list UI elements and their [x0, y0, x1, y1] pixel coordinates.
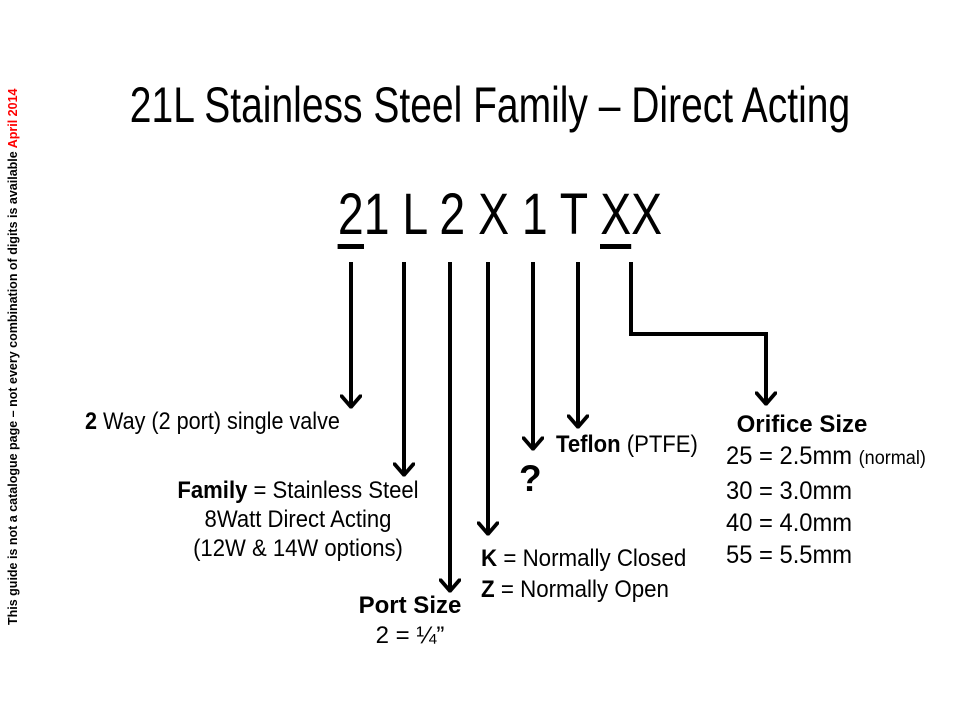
arrow-orifice-elbow — [629, 262, 766, 404]
sidebar-note-date: April 2014 — [6, 88, 20, 149]
function-k-desc: = Normally Closed — [497, 545, 687, 572]
orifice-item-40: 40 = 4.0mm — [726, 509, 853, 537]
page-title: 21L Stainless Steel Family – Direct Acti… — [129, 77, 851, 133]
annotation-family: Family = Stainless Steel 8Watt Direct Ac… — [151, 476, 445, 563]
annotation-function: K = Normally Closed Z = Normally Open — [481, 543, 686, 605]
part-number-digit-way: 2 — [337, 182, 364, 249]
family-line1: Family = Stainless Steel — [151, 476, 445, 505]
orifice-item-55: 55 = 5.5mm — [726, 541, 853, 569]
part-number-middle: 1 L 2 X 1 T — [363, 182, 601, 247]
function-z-desc: = Normally Open — [494, 576, 669, 603]
family-line2: 8Watt Direct Acting — [204, 506, 392, 533]
family-line3: (12W & 14W options) — [193, 535, 403, 562]
sidebar-note-text: This guide is not a catalogue page – not… — [6, 148, 20, 625]
sidebar-note: This guide is not a catalogue page – not… — [6, 43, 20, 626]
port-size-heading: Port Size — [358, 592, 462, 619]
orifice-item-25-main: 25 = 2.5mm — [726, 442, 859, 470]
family-label: Family — [177, 477, 248, 504]
seal-desc: (PTFE) — [620, 431, 698, 458]
orifice-item-25: 25 = 2.5mm (normal) — [726, 440, 926, 475]
annotation-seal: Teflon (PTFE) — [556, 430, 698, 460]
orifice-list: 25 = 2.5mm (normal) 30 = 3.0mm 40 = 4.0m… — [726, 440, 926, 571]
function-k-code: K — [481, 545, 498, 572]
part-number-digit-orifice: X — [600, 182, 632, 249]
orifice-item-25-note: (normal) — [858, 448, 926, 469]
function-line-z: Z = Normally Open — [481, 574, 686, 605]
family-line1-rest: = Stainless Steel — [247, 477, 419, 504]
part-number-last: X — [631, 182, 663, 247]
orifice-heading: Orifice Size — [736, 411, 868, 438]
way-code: 2 — [85, 408, 98, 435]
function-line-k: K = Normally Closed — [481, 543, 686, 574]
port-size-value: 2 = ¼” — [375, 622, 445, 649]
orifice-item-30: 30 = 3.0mm — [726, 477, 853, 505]
function-z-code: Z — [481, 576, 495, 603]
annotation-port-size: Port Size 2 = ¼” — [330, 591, 490, 651]
way-description: Way (2 port) single valve — [97, 408, 340, 435]
part-number: 21 L 2 X 1 T XX — [132, 182, 868, 249]
annotation-way: 2 Way (2 port) single valve — [85, 407, 340, 437]
annotation-unknown: ? — [519, 458, 542, 499]
seal-material: Teflon — [556, 431, 621, 458]
